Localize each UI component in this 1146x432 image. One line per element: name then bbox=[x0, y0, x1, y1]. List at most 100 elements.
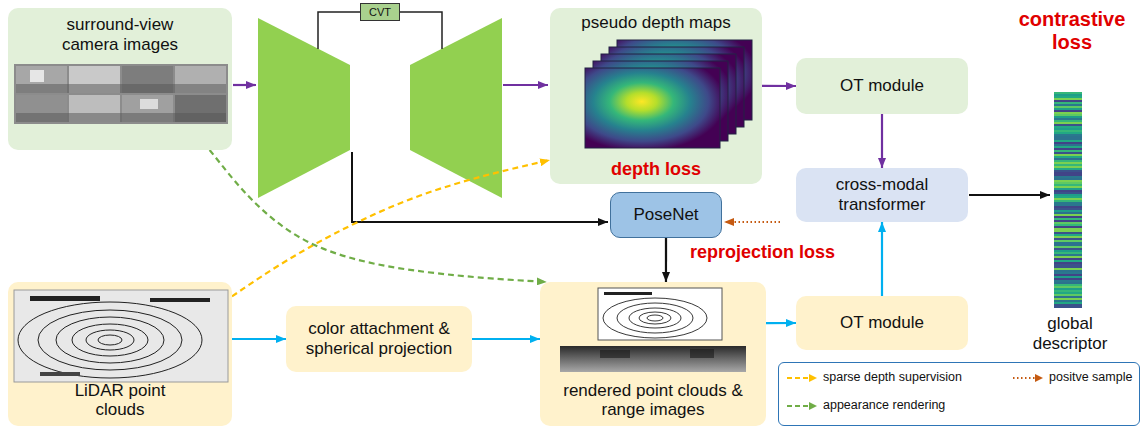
decoder-shape bbox=[410, 18, 502, 198]
descriptor-bar bbox=[1054, 184, 1082, 186]
camera-photo bbox=[14, 64, 228, 124]
input-panel: surround-view camera images bbox=[8, 8, 232, 150]
legend-sample bbox=[1011, 372, 1045, 384]
descriptor-bar bbox=[1054, 254, 1082, 256]
descriptor-bar bbox=[1054, 208, 1082, 210]
rendered-scan bbox=[560, 346, 746, 372]
legend-arrowhead bbox=[1035, 374, 1043, 382]
descriptor-bar bbox=[1054, 280, 1082, 282]
descriptor-bar bbox=[1054, 172, 1082, 174]
camera-photo bbox=[69, 95, 120, 122]
descriptor-bar bbox=[1054, 98, 1082, 100]
descriptor-bar bbox=[1054, 92, 1082, 308]
legend-arrowhead bbox=[809, 374, 817, 382]
camera-photo bbox=[16, 66, 67, 93]
node-title: LiDAR point clouds bbox=[65, 381, 175, 420]
lidar-scan bbox=[14, 290, 228, 382]
descriptor-bar bbox=[1054, 180, 1082, 182]
descriptor-bar bbox=[1054, 94, 1082, 96]
descriptor-bar bbox=[1054, 106, 1082, 108]
descriptor-bar bbox=[1054, 290, 1082, 292]
descriptor-bar bbox=[1054, 178, 1082, 180]
descriptor-bar bbox=[1054, 128, 1082, 130]
legend-sample bbox=[785, 372, 819, 384]
depth-map-stack bbox=[585, 40, 752, 148]
process-box: OT module bbox=[796, 296, 968, 350]
legend-item: sparse depth supervision bbox=[785, 371, 962, 385]
camera-photo bbox=[140, 99, 158, 109]
descriptor-bar bbox=[1054, 294, 1082, 296]
rendered-scan bbox=[617, 303, 693, 333]
descriptor-bar bbox=[1054, 300, 1082, 302]
rendered-scan bbox=[560, 288, 746, 372]
descriptor-bar bbox=[1054, 124, 1082, 126]
descriptor-bar bbox=[1054, 156, 1082, 158]
loss-label: depth loss bbox=[611, 159, 701, 180]
descriptor-bar bbox=[1054, 238, 1082, 240]
lidar-scan bbox=[14, 290, 228, 382]
descriptor-bar bbox=[1054, 170, 1082, 172]
lidar-scan bbox=[18, 302, 202, 378]
descriptor-bar bbox=[1054, 220, 1082, 222]
descriptor-bar bbox=[1054, 248, 1082, 250]
descriptor-bar bbox=[1054, 202, 1082, 204]
descriptor-bar bbox=[1054, 226, 1082, 228]
process-box: color attachment & spherical projection bbox=[286, 306, 472, 372]
descriptor-bar bbox=[1054, 146, 1082, 148]
lidar-scan bbox=[38, 310, 182, 370]
descriptor-bar bbox=[1054, 150, 1082, 152]
node-layer: global descriptor bbox=[1020, 314, 1120, 353]
camera-photo bbox=[175, 66, 226, 93]
input-arrow bbox=[233, 84, 256, 86]
flow-arrow bbox=[232, 160, 550, 296]
flow-arrow bbox=[232, 338, 286, 340]
descriptor-bar bbox=[1054, 168, 1082, 170]
rendered-scan bbox=[603, 298, 707, 338]
lidar-scan bbox=[40, 372, 80, 376]
node-title: OT module bbox=[840, 313, 924, 333]
node-layer: contrastive loss bbox=[1010, 8, 1134, 54]
descriptor-bar bbox=[1054, 236, 1082, 238]
legend-line bbox=[787, 405, 810, 407]
output-arrow bbox=[503, 84, 548, 86]
descriptor-bar bbox=[1054, 152, 1082, 154]
descriptor-bar bbox=[1054, 164, 1082, 166]
descriptor-bar bbox=[1054, 216, 1082, 218]
legend-text: sparse depth supervision bbox=[823, 371, 962, 385]
descriptor-bar bbox=[1054, 138, 1082, 140]
descriptor-bar bbox=[1054, 190, 1082, 192]
descriptor-bar bbox=[1054, 252, 1082, 254]
descriptor-bar bbox=[1054, 110, 1082, 112]
lidar-scan bbox=[72, 324, 148, 356]
descriptor-bar bbox=[1054, 232, 1082, 234]
rendered-scan bbox=[603, 298, 707, 338]
descriptor-bar bbox=[1054, 118, 1082, 120]
descriptor-bar bbox=[1054, 214, 1082, 216]
descriptor-bar bbox=[1054, 256, 1082, 258]
legend-line bbox=[787, 377, 810, 379]
descriptor-bar bbox=[1054, 230, 1082, 232]
descriptor-bar bbox=[1054, 186, 1082, 188]
descriptor-bar bbox=[1054, 176, 1082, 178]
flow-arrow bbox=[762, 85, 796, 87]
descriptor-bar bbox=[1054, 244, 1082, 246]
descriptor-bar bbox=[1054, 258, 1082, 260]
node-title: rendered point clouds & range images bbox=[548, 381, 758, 420]
descriptor-bar bbox=[1054, 222, 1082, 224]
flow-arrow bbox=[665, 238, 667, 282]
descriptor-bar bbox=[1054, 274, 1082, 276]
rendered-scan bbox=[690, 349, 714, 358]
lidar-scan bbox=[86, 330, 134, 350]
rendered-scan bbox=[598, 288, 722, 340]
process-box: cross-modal transformer bbox=[796, 168, 968, 222]
descriptor-bar bbox=[1054, 182, 1082, 184]
node-title: surround-view camera images bbox=[50, 15, 190, 54]
descriptor-bar bbox=[1054, 206, 1082, 208]
camera-photo bbox=[69, 66, 120, 93]
descriptor-bar bbox=[1054, 194, 1082, 196]
process-box: OT module bbox=[796, 58, 968, 114]
depth-map-stack bbox=[585, 68, 720, 148]
depth-map-stack bbox=[617, 40, 752, 120]
lidar-scan bbox=[18, 302, 202, 378]
